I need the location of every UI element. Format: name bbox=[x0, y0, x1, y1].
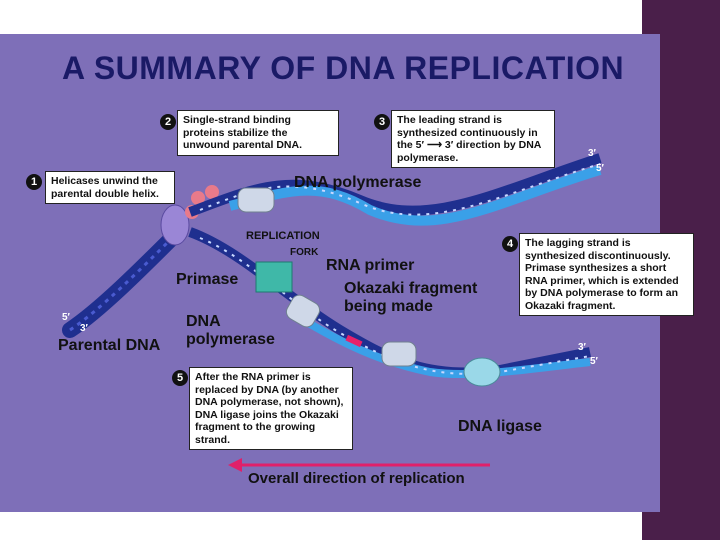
label-dna-ligase: DNA ligase bbox=[458, 418, 542, 435]
ssb-protein bbox=[205, 185, 219, 199]
callout-5-number: 5 bbox=[172, 370, 188, 386]
primase-shape bbox=[255, 261, 293, 293]
callout-2-number: 2 bbox=[160, 114, 176, 130]
label-fork: FORK bbox=[290, 247, 319, 258]
overall-direction-arrowhead bbox=[228, 458, 242, 472]
rna-primer-shape bbox=[345, 334, 363, 348]
callout-2: Single-strand binding proteins stabilize… bbox=[177, 110, 339, 156]
dna-ligase-shape bbox=[463, 357, 501, 387]
callout-1-number: 1 bbox=[26, 174, 42, 190]
ssb-protein bbox=[191, 191, 205, 205]
label-replication: REPLICATION bbox=[246, 230, 320, 242]
lagging-backbone-ticks bbox=[199, 237, 591, 375]
callout-1: Helicases unwind the parental double hel… bbox=[45, 171, 175, 204]
dna-polymerase-shape bbox=[381, 341, 417, 367]
end-left-3prime: 3′ bbox=[80, 323, 88, 334]
leading-new-strand bbox=[228, 165, 602, 226]
callout-4: The lagging strand is synthesized discon… bbox=[519, 233, 694, 316]
label-dna-polymerase-top: DNA polymerase bbox=[294, 174, 422, 191]
label-dna-polymerase-left: DNA polymerase bbox=[186, 313, 275, 348]
label-primase: Primase bbox=[176, 271, 239, 288]
lagging-new-strand bbox=[297, 314, 591, 379]
label-okazaki-fragment: Okazaki fragment being made bbox=[344, 280, 478, 315]
label-rna-primer: RNA primer bbox=[326, 257, 415, 274]
helicase-shape bbox=[160, 204, 190, 246]
end-top-3prime: 3′ bbox=[588, 148, 596, 159]
callout-5: After the RNA primer is replaced by DNA … bbox=[189, 367, 353, 450]
label-parental-dna: Parental DNA bbox=[58, 337, 161, 354]
callout-3: The leading strand is synthesized contin… bbox=[391, 110, 555, 168]
parental-dna-helix-backbone bbox=[69, 228, 182, 332]
callout-3-number: 3 bbox=[374, 114, 390, 130]
end-bottom-5prime: 5′ bbox=[590, 356, 598, 367]
diagram-title: A SUMMARY OF DNA REPLICATION bbox=[62, 50, 625, 86]
lagging-dna-polymerase-shape bbox=[285, 294, 321, 328]
callout-4-number: 4 bbox=[502, 236, 518, 252]
end-left-5prime: 5′ bbox=[62, 312, 70, 323]
end-top-5prime: 5′ bbox=[596, 163, 604, 174]
label-overall-direction: Overall direction of replication bbox=[248, 470, 465, 487]
end-bottom-3prime: 3′ bbox=[578, 342, 586, 353]
leading-dna-polymerase-shape bbox=[237, 187, 275, 213]
